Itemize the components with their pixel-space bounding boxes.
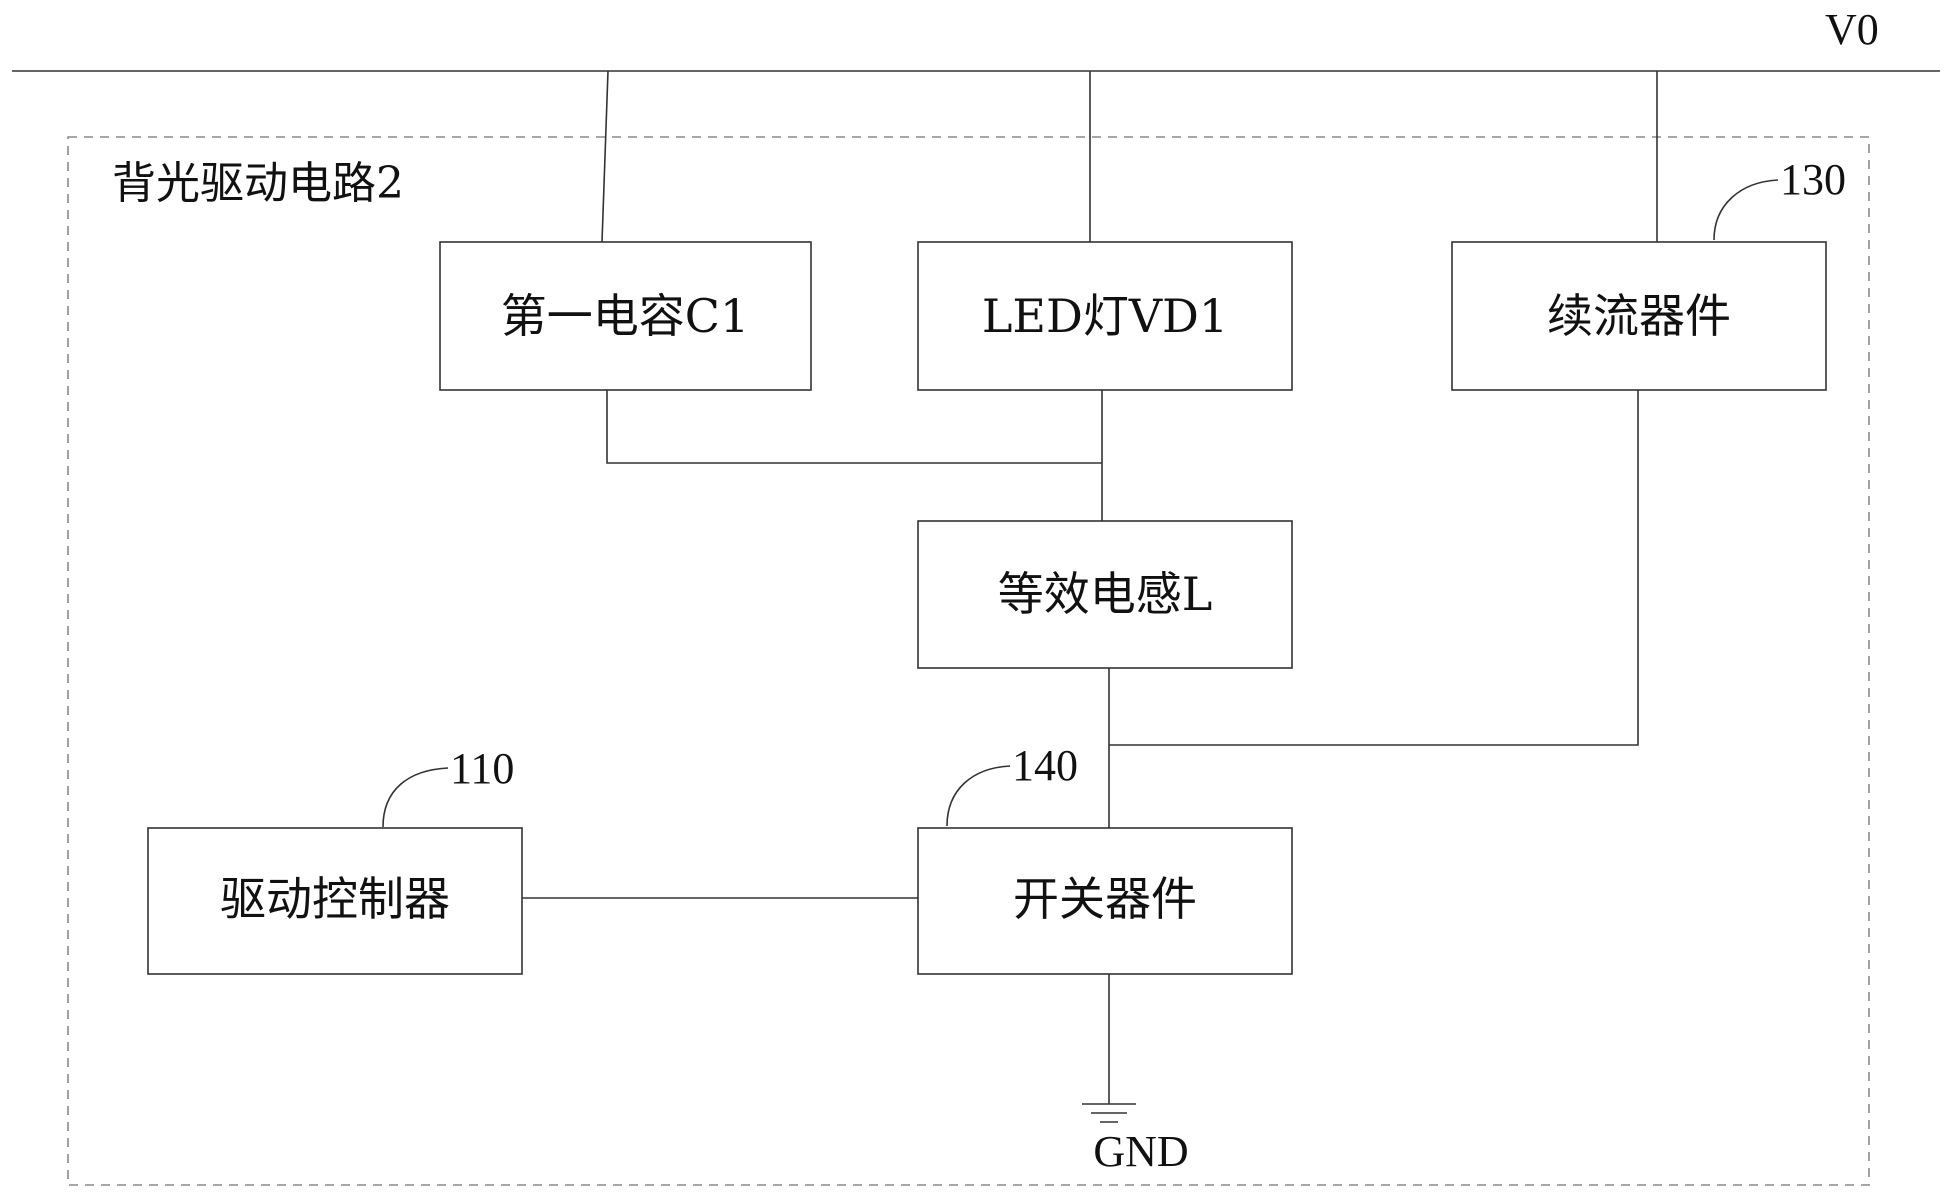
capacitor-label: 第一电容C1 bbox=[501, 289, 749, 343]
backlight-driver-container bbox=[67, 136, 1870, 1186]
switch-label: 开关器件 bbox=[1013, 872, 1197, 926]
capacitor-block: 第一电容C1 bbox=[439, 241, 812, 391]
ref-140: 140 bbox=[1012, 741, 1078, 790]
leader-110 bbox=[382, 767, 449, 828]
controller-label: 驱动控制器 bbox=[220, 872, 450, 926]
v0-label: V0 bbox=[1825, 5, 1879, 54]
controller-block: 驱动控制器 bbox=[147, 827, 523, 975]
container-title: 背光驱动电路2 bbox=[112, 158, 404, 209]
leader-140 bbox=[946, 765, 1011, 827]
gnd-label: GND bbox=[1093, 1127, 1188, 1176]
leader-130 bbox=[1713, 179, 1779, 241]
freewheel-label: 续流器件 bbox=[1547, 289, 1731, 343]
led-label: LED灯VD1 bbox=[982, 289, 1228, 343]
freewheel-block: 续流器件 bbox=[1451, 241, 1827, 391]
ref-110: 110 bbox=[450, 744, 514, 793]
ground-icon bbox=[1082, 1103, 1136, 1123]
wire-rail-capacitor bbox=[601, 70, 609, 243]
ref-130: 130 bbox=[1780, 155, 1846, 204]
led-block: LED灯VD1 bbox=[917, 241, 1293, 391]
switch-block: 开关器件 bbox=[917, 827, 1293, 975]
inductor-block: 等效电感L bbox=[917, 520, 1293, 669]
wire-freewheel-node bbox=[1109, 390, 1639, 746]
inductor-label: 等效电感L bbox=[998, 567, 1213, 621]
wire-capacitor-node bbox=[606, 390, 1102, 464]
